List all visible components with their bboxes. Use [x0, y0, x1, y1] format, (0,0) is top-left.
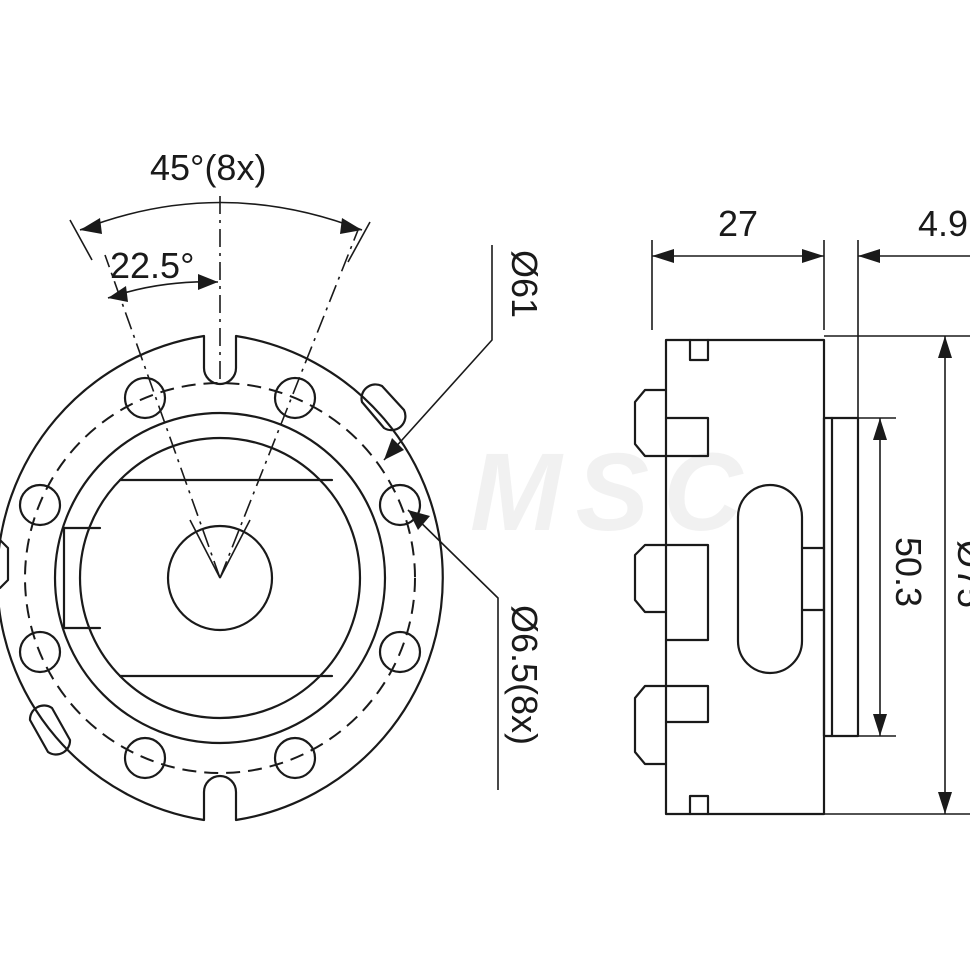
side-flange [822, 416, 860, 738]
side-body [664, 338, 826, 816]
bore-flats [62, 478, 334, 678]
arrow [408, 510, 430, 530]
hole-label: Ø6.5(8x) [504, 605, 545, 745]
bolt-hole [18, 630, 62, 674]
bolt-circle-label: Ø61 [504, 250, 545, 318]
front-view: 45°(8x) 22.5° Ø61 Ø6.5(8x) [0, 147, 545, 822]
arrow [802, 249, 824, 263]
bolt-hole [378, 630, 422, 674]
bolt-hole [273, 376, 317, 420]
angle-total-label: 45°(8x) [150, 147, 266, 188]
center-lines [104, 196, 359, 579]
arrow [938, 792, 952, 814]
bolt-hole [123, 376, 167, 420]
side-view: 27 4.9 50.3 Ø75 [633, 203, 970, 816]
outer-diameter-label: Ø75 [950, 540, 970, 608]
arrow [652, 249, 674, 263]
inner-height-label: 50.3 [888, 537, 929, 607]
arrow [938, 336, 952, 358]
slot-lines [800, 546, 826, 612]
bolt-hole [273, 736, 317, 780]
arrow [108, 286, 128, 302]
arrow [340, 218, 362, 234]
bolt-hole [123, 736, 167, 780]
bolt-circle [24, 382, 416, 774]
arrow [198, 274, 218, 290]
ring-slots [28, 383, 407, 756]
arrow [858, 249, 880, 263]
outer-ring [0, 334, 444, 822]
bolt-holes [18, 376, 422, 780]
bore-ring-outer [53, 411, 387, 745]
angle-arc-45 [79, 201, 363, 231]
side-studs [633, 388, 710, 766]
arrow [873, 418, 887, 440]
bolt-circle-leader [383, 245, 493, 461]
bolt-hole [378, 483, 422, 527]
side-extension-lines [651, 240, 970, 815]
hole-leader [407, 509, 499, 790]
bore-ring-inner [78, 436, 362, 720]
vertex-lines [189, 519, 251, 579]
corner-tabs [688, 338, 710, 816]
center-hole [166, 524, 274, 632]
left-tab [0, 538, 10, 590]
angle-ext [69, 219, 371, 263]
arrow [384, 438, 404, 460]
angle-half-label: 22.5° [110, 245, 194, 286]
depth-label: 27 [718, 203, 758, 244]
bolt-hole [18, 483, 62, 527]
watermark: MSC [470, 431, 756, 554]
arrow [873, 714, 887, 736]
arrow [80, 218, 102, 234]
flange-label: 4.9 [918, 203, 968, 244]
side-slot [736, 483, 804, 675]
